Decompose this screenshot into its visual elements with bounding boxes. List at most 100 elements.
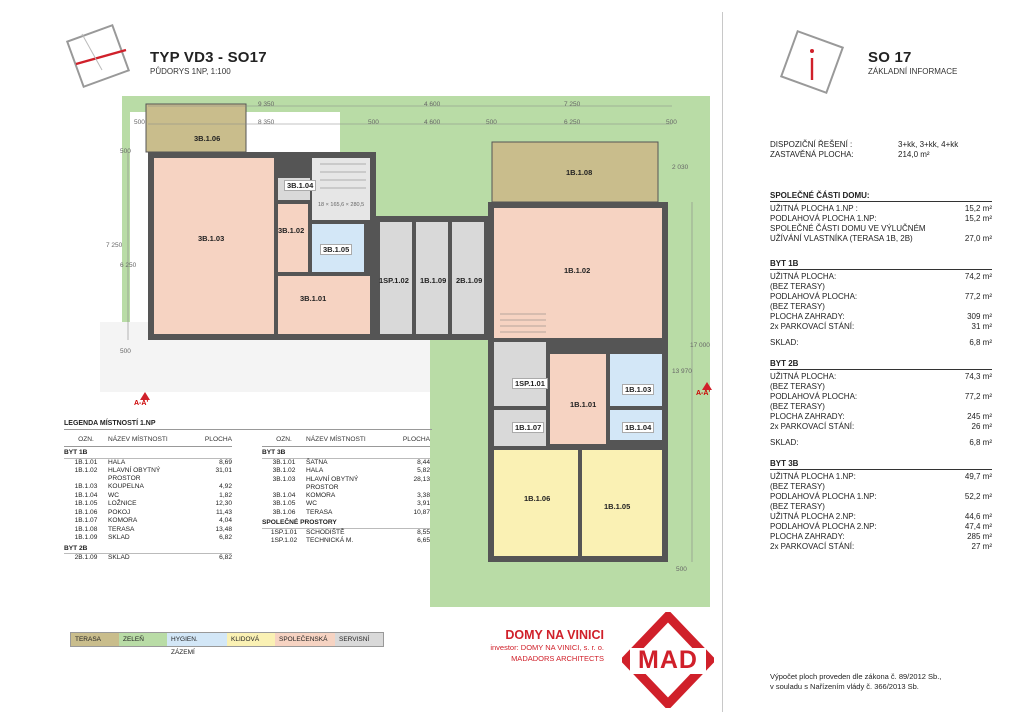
dim-17000: 17 000 xyxy=(690,342,710,349)
page-subtitle: PŮDORYS 1NP, 1:100 xyxy=(150,67,231,76)
footnote: Výpočet ploch proveden dle zákona č. 89/… xyxy=(770,672,942,691)
info-row: ZASTAVĚNÁ PLOCHA:214,0 m² xyxy=(770,150,930,159)
info-row: PLOCHA ZAHRADY:285 m² xyxy=(770,532,992,541)
info-row: UŽITNÁ PLOCHA 2.NP:44,6 m² xyxy=(770,512,992,521)
info-row: SKLAD:6,8 m² xyxy=(770,438,992,447)
floor-plan-drawing xyxy=(100,96,710,607)
section-marker-right: A-A' xyxy=(696,382,712,397)
swatch-spole-ensk-: SPOLEČENSKÁ xyxy=(275,633,335,646)
info-subtitle: ZÁKLADNÍ INFORMACE xyxy=(868,67,958,76)
dim-9350: 9 350 xyxy=(258,101,275,108)
info-row: UŽÍVÁNÍ VLASTNÍKA (TERASA 1B, 2B)27,0 m² xyxy=(770,234,992,243)
info-row: PLOCHA ZAHRADY:245 m² xyxy=(770,412,992,421)
legend-right-column: OZN. NÁZEV MÍSTNOSTI PLOCHA BYT 3B 3B.1.… xyxy=(262,436,430,546)
dim-7250: 7 250 xyxy=(564,101,581,108)
info-row: UŽITNÁ PLOCHA 1.NP:49,7 m² xyxy=(770,472,992,481)
info-row: PODLAHOVÁ PLOCHA 1.NP:15,2 m² xyxy=(770,214,992,223)
legend-group: SPOLEČNÉ PROSTORY xyxy=(262,519,430,529)
dim-500-c: 500 xyxy=(486,119,497,126)
info-row: (BEZ TERASY) xyxy=(770,482,825,491)
legend-group: BYT 1B xyxy=(64,449,232,459)
info-row: (BEZ TERASY) xyxy=(770,402,825,411)
stair-spec: 18 × 165,6 × 280,5 xyxy=(318,202,365,208)
legend-header: OZN. NÁZEV MÍSTNOSTI PLOCHA xyxy=(64,436,232,447)
dim-500-v: 500 xyxy=(120,348,131,355)
info-row: UŽITNÁ PLOCHA 1.NP :15,2 m² xyxy=(770,204,992,213)
section-arrow-left-icon xyxy=(140,392,150,400)
room-1B-1-01: 1B.1.01 xyxy=(570,400,597,409)
dim-4600-top: 4 600 xyxy=(424,101,441,108)
legend-group: BYT 2B xyxy=(64,545,232,554)
room-3B-1-04: 3B.1.04 xyxy=(284,180,317,191)
dim-8350: 8 350 xyxy=(258,119,275,126)
info-row: UŽITNÁ PLOCHA:74,3 m² xyxy=(770,372,992,381)
brand-investor: investor: DOMY NA VINICI, s. r. o. xyxy=(490,643,604,652)
info-row: PODLAHOVÁ PLOCHA:77,2 m² xyxy=(770,392,992,401)
dim-6250: 6 250 xyxy=(564,119,581,126)
legend-header: OZN. NÁZEV MÍSTNOSTI PLOCHA xyxy=(262,436,430,447)
info-row: SKLAD:6,8 m² xyxy=(770,338,992,347)
dim-500-d: 500 xyxy=(666,119,677,126)
info-row: (BEZ TERASY) xyxy=(770,382,825,391)
swatch-terasa: TERASA xyxy=(71,633,119,646)
info-section-heading: BYT 1B xyxy=(770,258,992,270)
info-row: DISPOZIČNÍ ŘEŠENÍ :3+kk, 3+kk, 4+kk xyxy=(770,140,959,149)
divider xyxy=(722,12,723,712)
legend-title: LEGENDA MÍSTNOSTÍ 1.NP xyxy=(64,420,432,430)
info-section-heading: BYT 2B xyxy=(770,358,992,370)
room-3B-1-01: 3B.1.01 xyxy=(300,294,327,303)
legend-group: BYT 3B xyxy=(262,449,430,459)
swatch-servisn-: SERVISNÍ xyxy=(335,633,383,646)
swatch-klidov-: KLIDOVÁ xyxy=(227,633,275,646)
brand-architects: MADADORS ARCHITECTS xyxy=(511,654,604,663)
info-row: (BEZ TERASY) xyxy=(770,282,825,291)
info-section-heading: SPOLEČNÉ ČÁSTI DOMU: xyxy=(770,190,992,202)
info-panel: DISPOZIČNÍ ŘEŠENÍ :3+kk, 3+kk, 4+kk ZAST… xyxy=(770,140,992,552)
dim-2030: 2 030 xyxy=(672,164,689,171)
room-1B-1-02: 1B.1.02 xyxy=(564,266,591,275)
info-row: PODLAHOVÁ PLOCHA 2.NP:47,4 m² xyxy=(770,522,992,531)
info-row: PLOCHA ZAHRADY:309 m² xyxy=(770,312,992,321)
info-row: 2x PARKOVACÍ STÁNÍ:26 m² xyxy=(770,422,992,431)
dim-7250-v: 7 250 xyxy=(106,242,123,249)
dim-500-b: 500 xyxy=(368,119,379,126)
room-1B-1-04: 1B.1.04 xyxy=(622,422,655,433)
room-3B-1-03: 3B.1.03 xyxy=(198,234,225,243)
info-logo-icon xyxy=(774,24,850,100)
room-1B-1-05: 1B.1.05 xyxy=(604,502,631,511)
room-1B-1-08: 1B.1.08 xyxy=(566,168,593,177)
info-row: 2x PARKOVACÍ STÁNÍ:27 m² xyxy=(770,542,992,551)
swatch-zele-: ZELEŇ xyxy=(119,633,167,646)
info-row: (BEZ TERASY) xyxy=(770,502,825,511)
room-2B-1-09: 2B.1.09 xyxy=(456,276,483,285)
dim-500-a: 500 xyxy=(134,119,145,126)
info-row: 2x PARKOVACÍ STÁNÍ:31 m² xyxy=(770,322,992,331)
page-title: TYP VD3 - SO17 xyxy=(150,49,267,66)
info-title: SO 17 xyxy=(868,49,912,66)
room-1SP-1-02: 1SP.1.02 xyxy=(379,276,409,285)
section-marker-left: A-A' xyxy=(134,392,150,407)
dim-500-e: 500 xyxy=(120,148,131,155)
floor-plan: 3B.1.06 3B.1.04 3B.1.03 3B.1.02 3B.1.05 … xyxy=(100,92,718,612)
room-1B-1-09: 1B.1.09 xyxy=(420,276,447,285)
room-1B-1-07: 1B.1.07 xyxy=(512,422,545,433)
